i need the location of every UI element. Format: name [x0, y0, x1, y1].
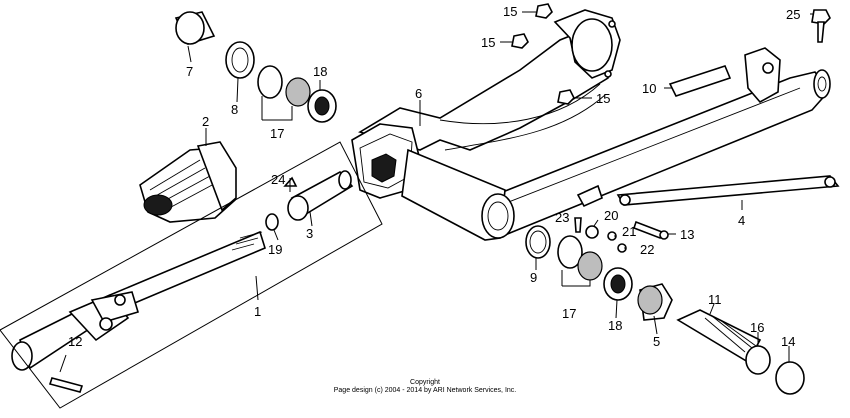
callout-5: 5 [653, 334, 660, 349]
callout-14: 14 [781, 334, 795, 349]
leader-lines [59, 11, 814, 373]
callout-labels: 7 8 17 18 2 24 3 19 6 15 15 15 10 25 4 1… [68, 4, 800, 349]
nut-15-left [511, 33, 529, 49]
copyright-notice: Page design (c) 2004 - 2014 by ARI Netwo… [333, 387, 517, 394]
callout-9: 9 [530, 270, 537, 285]
bolt-part-12 [48, 377, 84, 393]
callout-6: 6 [415, 86, 422, 101]
callout-23: 23 [555, 210, 569, 225]
bolt-part-25 [811, 9, 831, 43]
link-part-4 [616, 175, 840, 206]
callout-3: 3 [306, 226, 313, 241]
callout-22: 22 [640, 242, 654, 257]
callout-7: 7 [186, 64, 193, 79]
callout-15-top: 15 [503, 4, 517, 19]
drive-shaft-part-1 [0, 141, 383, 409]
callout-19: 19 [268, 242, 282, 257]
callout-15-right: 15 [596, 91, 610, 106]
swing-arm-part-6 [351, 9, 831, 241]
callout-17-bottom: 17 [562, 306, 576, 321]
callout-8: 8 [231, 102, 238, 117]
callout-25: 25 [786, 7, 800, 22]
callout-4: 4 [738, 213, 745, 228]
callout-12: 12 [68, 334, 82, 349]
callout-2: 2 [202, 114, 209, 129]
callout-13: 13 [680, 227, 694, 242]
bearing-group-bottom [525, 217, 805, 395]
callout-17-top: 17 [270, 126, 284, 141]
callout-11: 11 [708, 292, 722, 307]
callout-1: 1 [254, 304, 261, 319]
callout-15-left: 15 [481, 35, 495, 50]
callout-10: 10 [642, 81, 656, 96]
label-plate-part-10 [668, 65, 732, 97]
joint-part-3 [265, 170, 354, 231]
copyright-label: Copyright [410, 379, 440, 386]
callout-18-bottom: 18 [608, 318, 622, 333]
callout-16: 16 [750, 320, 764, 335]
callout-21: 21 [622, 224, 636, 239]
nut-15-right [557, 89, 575, 105]
boot-part-2 [139, 141, 237, 223]
nut-15-top [535, 3, 553, 19]
callout-24: 24 [271, 172, 285, 187]
callout-18-top: 18 [313, 64, 327, 79]
bearing-group-top [174, 11, 337, 123]
callout-20: 20 [604, 208, 618, 223]
